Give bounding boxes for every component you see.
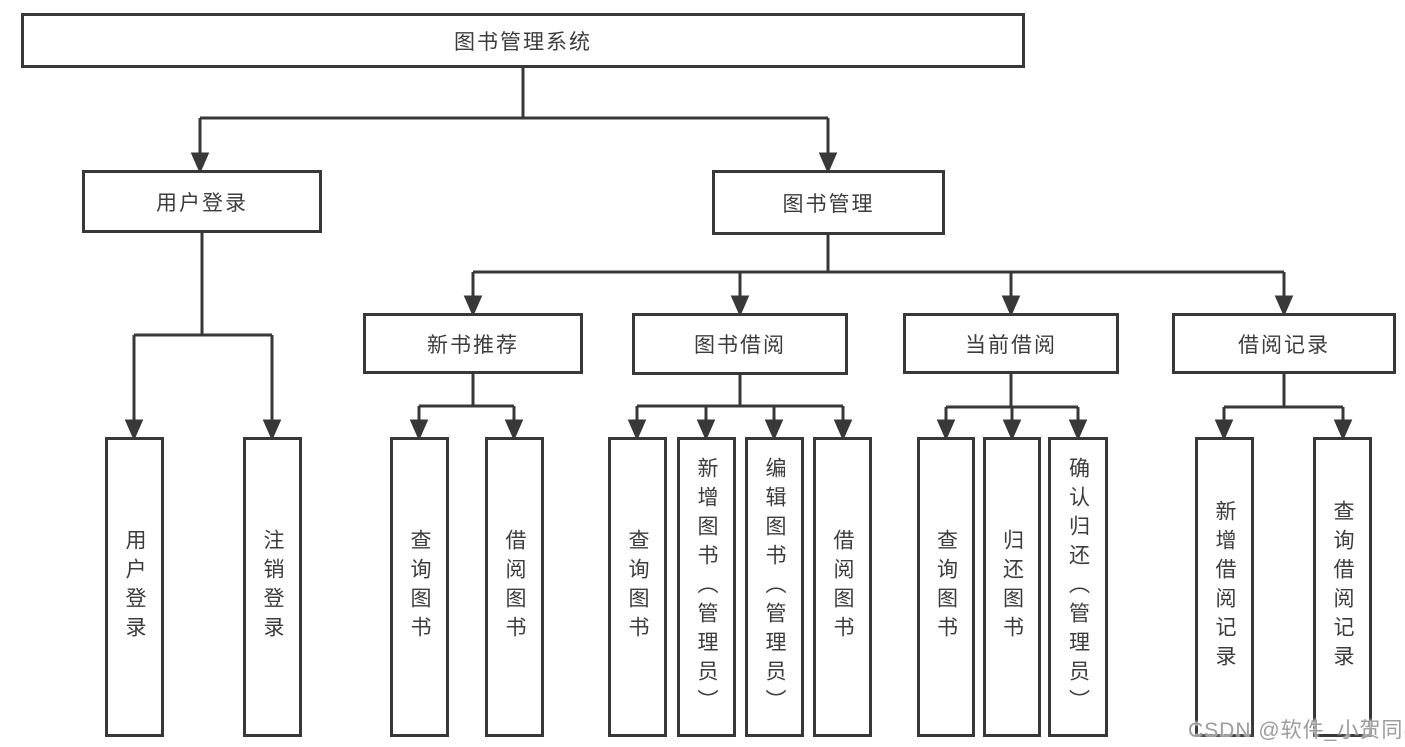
- leaf-borrow-query-books: 查询图书: [608, 437, 667, 737]
- leaf-logout: 注销登录: [243, 437, 302, 737]
- connector-new-book-recommend: [409, 374, 524, 441]
- connector-borrow-records: [1214, 374, 1353, 441]
- connector-user-login: [124, 233, 282, 441]
- leaf-return-books: 归还图书: [983, 437, 1041, 737]
- node-book-management: 图书管理: [712, 170, 945, 235]
- leaf-borrow-books: 借阅图书: [813, 437, 872, 737]
- leaf-recommend-borrow-books: 借阅图书: [485, 437, 544, 737]
- node-root: 图书管理系统: [21, 13, 1025, 68]
- node-new-book-recommend: 新书推荐: [363, 313, 583, 374]
- leaf-query-borrow-record: 查询借阅记录: [1313, 437, 1372, 737]
- leaf-current-query-books: 查询图书: [917, 437, 975, 737]
- leaf-edit-books-admin: 编辑图书（管理员）: [745, 437, 804, 737]
- connector-root: [190, 68, 838, 174]
- node-borrow-records: 借阅记录: [1172, 313, 1396, 374]
- leaf-add-borrow-record: 新增借阅记录: [1195, 437, 1254, 737]
- node-user-login: 用户登录: [82, 170, 322, 233]
- leaf-recommend-query-books: 查询图书: [390, 437, 449, 737]
- leaf-add-books-admin: 新增图书（管理员）: [677, 437, 736, 737]
- connector-book-borrow: [627, 375, 853, 441]
- csdn-watermark: CSDN @软件_小贺同学: [1188, 719, 1405, 742]
- node-current-borrow: 当前借阅: [903, 313, 1119, 374]
- connector-book-management: [463, 235, 1294, 317]
- leaf-confirm-return-admin: 确认归还（管理员）: [1048, 437, 1108, 737]
- connector-current-borrow: [936, 374, 1088, 441]
- leaf-user-login: 用户登录: [105, 437, 164, 737]
- node-book-borrow: 图书借阅: [632, 313, 848, 375]
